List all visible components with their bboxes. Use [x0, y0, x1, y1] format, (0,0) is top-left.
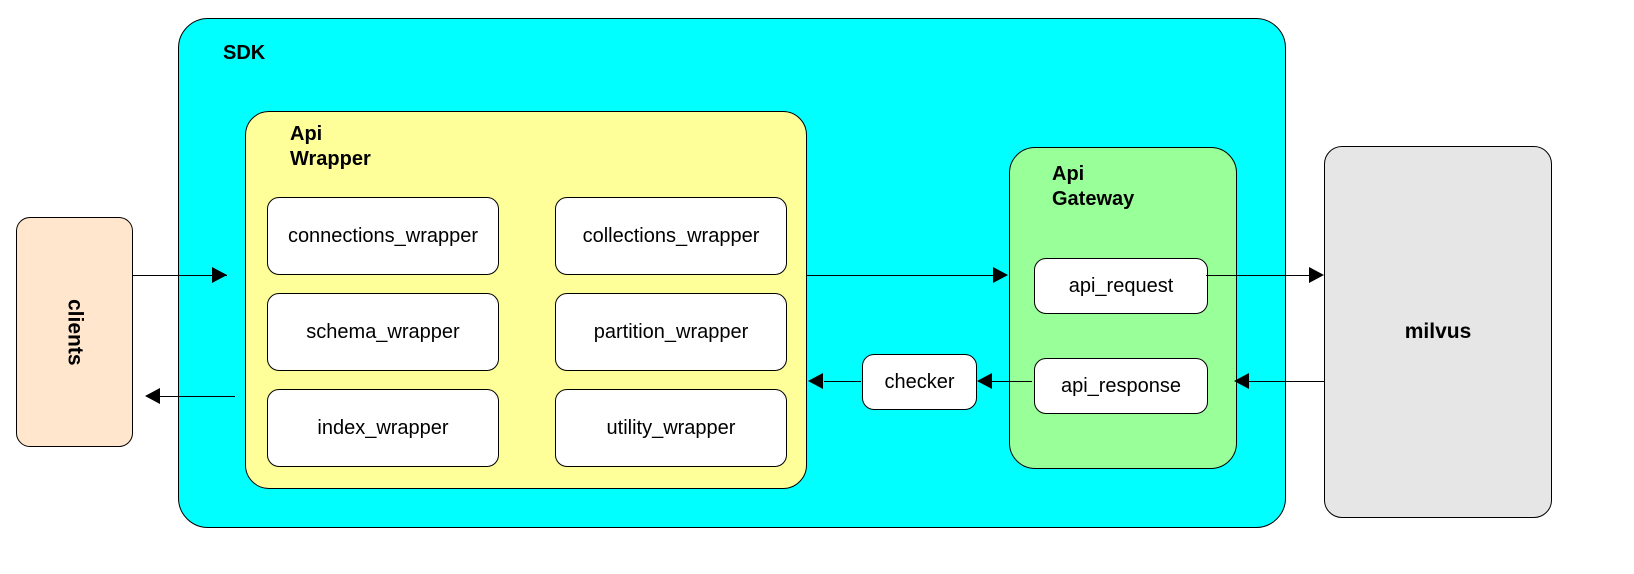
- edge-api-response-to-checker: [991, 381, 1032, 382]
- edge-api-wrapper-to-clients: [160, 396, 235, 397]
- node-utility-wrapper[interactable]: utility_wrapper: [555, 389, 787, 467]
- edge-clients-to-api-wrapper: [133, 275, 227, 276]
- node-utility-wrapper-label: utility_wrapper: [606, 416, 736, 439]
- node-checker-label: checker: [884, 370, 955, 393]
- container-sdk-label: SDK: [223, 42, 266, 64]
- node-clients-label: clients: [63, 298, 87, 366]
- node-partition-wrapper-label: partition_wrapper: [593, 320, 749, 343]
- edge-milvus-to-api-response: [1248, 381, 1324, 382]
- container-api-wrapper-label: Api Wrapper: [290, 123, 371, 170]
- node-schema-wrapper[interactable]: schema_wrapper: [267, 293, 499, 371]
- node-clients[interactable]: clients: [16, 217, 133, 447]
- node-api-response-label: api_response: [1060, 374, 1182, 397]
- node-checker[interactable]: checker: [862, 354, 977, 410]
- container-api-gateway-label: Api Gateway: [1052, 163, 1135, 210]
- node-connections-wrapper-label: connections_wrapper: [287, 224, 479, 247]
- container-sdk[interactable]: SDK Api Wrapper connections_wrapper coll…: [178, 18, 1286, 528]
- edge-api-request-to-milvus: [1206, 275, 1318, 276]
- node-api-request[interactable]: api_request: [1034, 258, 1208, 314]
- edge-checker-to-api-wrapper: [824, 381, 861, 382]
- node-collections-wrapper-label: collections_wrapper: [582, 224, 760, 247]
- container-api-wrapper[interactable]: Api Wrapper connections_wrapper collecti…: [245, 111, 807, 489]
- node-connections-wrapper[interactable]: connections_wrapper: [267, 197, 499, 275]
- node-partition-wrapper[interactable]: partition_wrapper: [555, 293, 787, 371]
- node-milvus[interactable]: milvus: [1324, 146, 1552, 518]
- node-schema-wrapper-label: schema_wrapper: [306, 320, 460, 343]
- node-index-wrapper-label: index_wrapper: [317, 416, 449, 439]
- arrowhead-checker-to-api-wrapper: [808, 373, 823, 389]
- arrowhead-api-response-to-checker: [977, 373, 992, 389]
- node-index-wrapper[interactable]: index_wrapper: [267, 389, 499, 467]
- arrowhead-api-request-to-milvus: [1309, 267, 1324, 283]
- edge-api-wrapper-to-api-gateway: [806, 275, 1000, 276]
- node-milvus-label: milvus: [1404, 320, 1472, 343]
- container-api-gateway[interactable]: Api Gateway api_request api_response: [1009, 147, 1237, 469]
- node-api-response[interactable]: api_response: [1034, 358, 1208, 414]
- arrowhead-api-wrapper-to-clients: [145, 388, 160, 404]
- node-collections-wrapper[interactable]: collections_wrapper: [555, 197, 787, 275]
- node-api-request-label: api_request: [1068, 274, 1174, 297]
- arrowhead-milvus-to-api-response: [1234, 373, 1249, 389]
- arrowhead-clients-to-api-wrapper: [212, 267, 227, 283]
- arrowhead-api-wrapper-to-api-gateway: [993, 267, 1008, 283]
